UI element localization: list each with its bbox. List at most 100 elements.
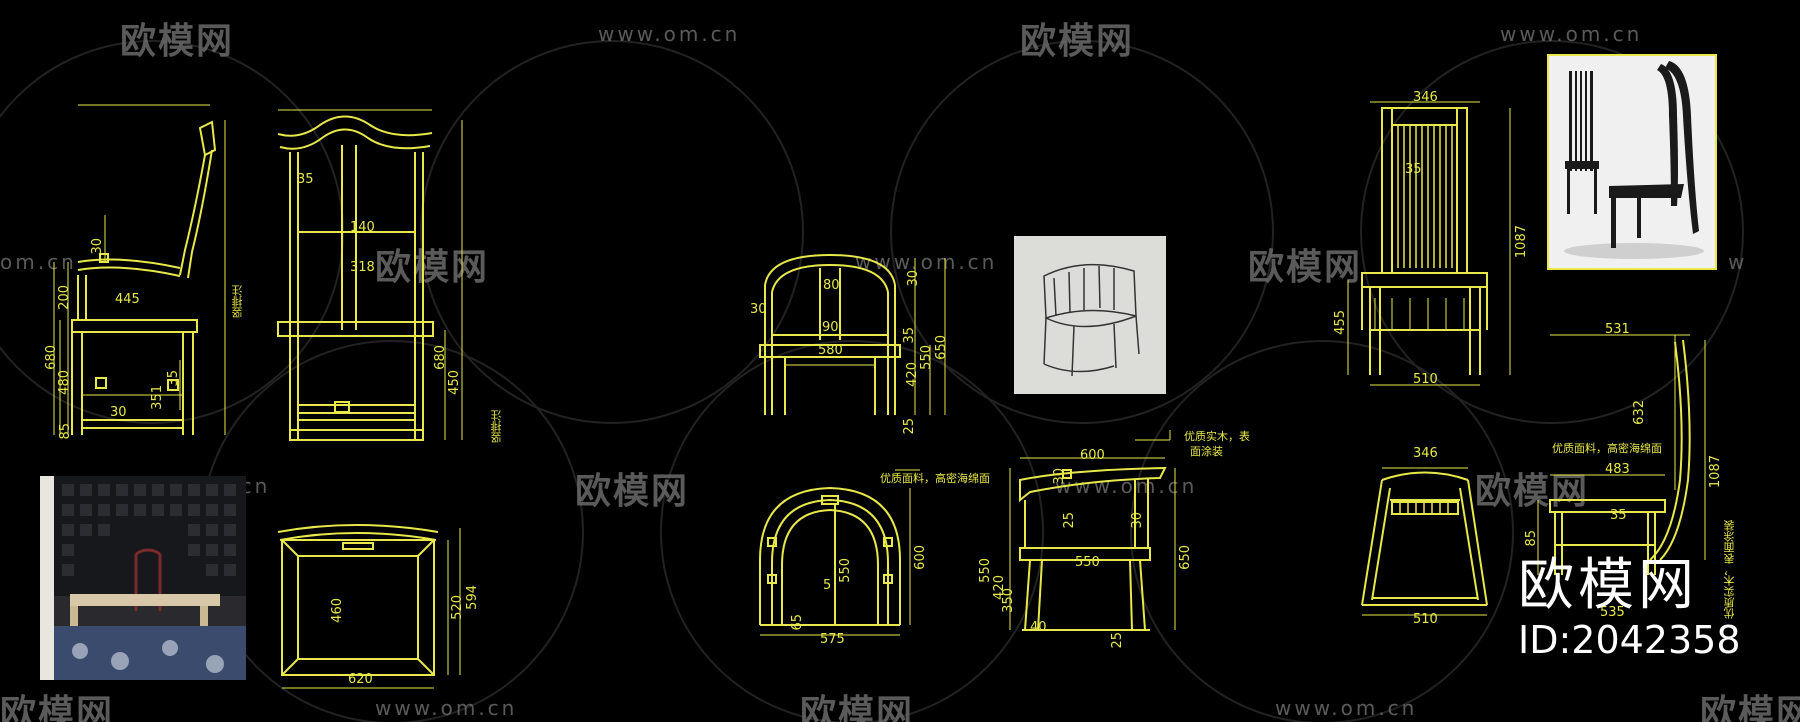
- dimension-label: 650: [934, 335, 949, 360]
- watermark-ring: [420, 40, 804, 424]
- dimension-label: 346: [1413, 90, 1438, 105]
- annotation-note: 优质实木，表: [1184, 430, 1250, 443]
- dimension-label: 346: [1413, 446, 1438, 461]
- dimension-label: 80: [823, 278, 840, 293]
- dimension-label: 35: [902, 327, 917, 344]
- chair-photo-image: [1549, 56, 1715, 268]
- round-chair-front-view: [759, 253, 946, 415]
- watermark-ring: [660, 340, 1044, 722]
- dimension-label: 510: [1413, 372, 1438, 387]
- chair-photo: [1547, 54, 1717, 270]
- round-chair-side-view: [1009, 430, 1176, 631]
- dimension-label: 40: [1030, 620, 1047, 635]
- dimension-label: 30: [750, 302, 767, 317]
- dimension-label: 531: [1605, 322, 1630, 337]
- dimension-label: 483: [1605, 462, 1630, 477]
- dimension-label: 550: [1075, 555, 1100, 570]
- dimension-label: 535: [1600, 605, 1625, 620]
- dimension-label: 445: [115, 292, 140, 307]
- dimension-label: 632: [1632, 400, 1647, 425]
- watermark-brand: 欧模网: [1020, 21, 1135, 62]
- dimension-label: 550: [978, 558, 993, 583]
- tall-chair-plan-view: [1361, 467, 1488, 616]
- watermark-ring: [1130, 340, 1514, 722]
- dimension-label: 455: [1333, 310, 1348, 335]
- dimension-label: 35: [166, 370, 181, 387]
- watermark-url: w: [1728, 250, 1748, 274]
- tall-chair-front-view: [1347, 101, 1511, 386]
- dimension-label: 351: [150, 385, 165, 410]
- watermark-url: www.om.cn: [1055, 474, 1198, 498]
- annotation-note: 优质面料，高密海绵面: [880, 472, 990, 485]
- dimension-label: 510: [1413, 612, 1438, 627]
- dimension-label: 594: [465, 585, 480, 610]
- dimension-label: 25: [1110, 632, 1125, 649]
- dimension-label: 35: [1405, 162, 1422, 177]
- watermark-url: www.om.cn: [598, 22, 741, 46]
- dimension-label: 65: [790, 614, 805, 631]
- dimension-label: 350: [1001, 588, 1016, 613]
- yoke-chair-front-view: [277, 109, 463, 441]
- annotation-note: 优质面料，高密海绵面: [1552, 442, 1662, 455]
- dimension-label: 25: [1062, 512, 1077, 529]
- dimension-label: 35: [297, 172, 314, 187]
- dimension-label: 30: [1052, 468, 1067, 485]
- dimension-label: 5: [823, 578, 832, 593]
- watermark-brand: 欧模网: [1700, 693, 1800, 722]
- dimension-label: 30: [110, 405, 127, 420]
- dimension-label: 35: [1610, 508, 1627, 523]
- watermark-url: om.cn: [0, 250, 77, 274]
- dimension-label: 140: [350, 220, 375, 235]
- dimension-label: 550: [838, 558, 853, 583]
- watermark-brand: 欧模网: [1248, 247, 1363, 288]
- dimension-label: 680: [433, 345, 448, 370]
- annotation-note: 竖排注: [231, 285, 244, 318]
- tall-chair-side-view: [1537, 334, 1706, 575]
- annotation-note: 面涂装: [1190, 445, 1223, 458]
- watermark-ring: [1360, 40, 1744, 424]
- round-chair-plan-view: [759, 469, 920, 636]
- brand-title: 欧模网: [1518, 553, 1698, 618]
- dimension-label: 30: [906, 270, 921, 287]
- dimension-label: 30: [1130, 512, 1145, 529]
- watermark-ring: [890, 40, 1274, 424]
- watermark-brand: 欧模网: [800, 693, 915, 722]
- dimension-label: 550: [919, 345, 934, 370]
- dimension-label: 600: [1080, 448, 1105, 463]
- annotation-note: 竖排注: [490, 410, 503, 443]
- sketch-image: [1014, 236, 1166, 394]
- annotation-note: 优质实木，表面涂装: [1723, 520, 1736, 619]
- dimension-label: 520: [450, 595, 465, 620]
- watermark-url: www.om.cn: [375, 696, 518, 720]
- yoke-chair-side-view: [53, 104, 226, 435]
- dimension-label: 575: [820, 632, 845, 647]
- dimension-label: 1087: [1514, 225, 1529, 259]
- watermark-url: www.om.cn: [1500, 22, 1643, 46]
- dimension-label: 450: [447, 370, 462, 395]
- chair-sketch: [1043, 263, 1140, 377]
- watermark-brand: 欧模网: [575, 471, 690, 512]
- watermark-url: www.om.cn: [855, 250, 998, 274]
- dimension-label: 85: [58, 423, 73, 440]
- watermark-url: www.om.cn: [1275, 696, 1418, 720]
- watermark-brand: 欧模网: [375, 247, 490, 288]
- yoke-chair-plan-view: [277, 524, 461, 689]
- room-photo: [40, 476, 246, 680]
- room-photo-image: [40, 476, 246, 680]
- dimension-label: 680: [44, 345, 59, 370]
- brand-id: ID:2042358: [1518, 618, 1741, 662]
- dimension-label: 30: [90, 238, 105, 255]
- dimension-label: 580: [818, 343, 843, 358]
- dimension-label: 650: [1178, 545, 1193, 570]
- watermark-brand: 欧模网: [1475, 471, 1590, 512]
- dimension-label: 460: [330, 598, 345, 623]
- dimension-label: 200: [57, 285, 72, 310]
- dimension-label: 1087: [1708, 455, 1723, 489]
- watermark-brand: 欧模网: [120, 21, 235, 62]
- watermark-brand: 欧模网: [0, 693, 115, 722]
- dimension-label: 90: [822, 320, 839, 335]
- dimension-label: 480: [57, 370, 72, 395]
- dimension-label: 600: [913, 545, 928, 570]
- dimension-label: 25: [902, 418, 917, 435]
